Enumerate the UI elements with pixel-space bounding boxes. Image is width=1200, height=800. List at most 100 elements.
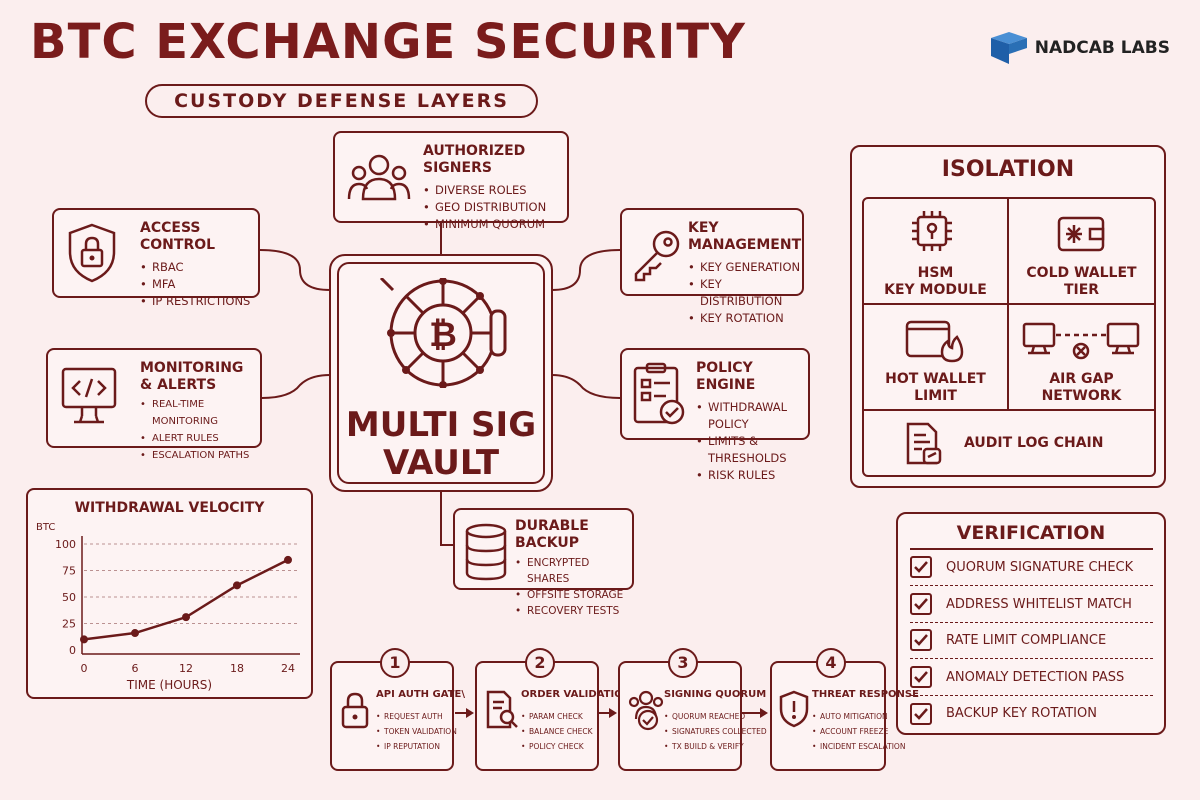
y-tick-label: 100 xyxy=(55,538,76,551)
verification-item: BACKUP KEY ROTATION xyxy=(946,706,1097,721)
list-item: ESCALATION PATHS xyxy=(140,447,260,464)
list-item: RISK RULES xyxy=(696,467,808,484)
checkbox-checked-icon xyxy=(910,702,932,725)
list-item: BALANCE CHECK xyxy=(521,724,593,739)
y-tick-label: 50 xyxy=(62,591,76,604)
signers-title: AUTHORIZED SIGNERS xyxy=(423,143,526,176)
list-item: ENCRYPTED SHARES xyxy=(515,555,632,587)
list-item: INCIDENT ESCALATION xyxy=(812,739,905,754)
list-item: GEO DISTRIBUTION xyxy=(423,199,567,216)
verification-item: QUORUM SIGNATURE CHECK xyxy=(946,559,1134,575)
monitor-code-icon xyxy=(61,367,117,424)
document-search-icon xyxy=(486,690,518,729)
pipeline-step-order-validation: 2 ORDER VALIDATION PARAM CHECK BALANCE C… xyxy=(475,648,631,771)
list-item: KEY DISTRIBUTION xyxy=(688,276,802,310)
monitoring-title-line1: MONITORING xyxy=(140,360,244,376)
step-number: 3 xyxy=(668,648,698,678)
page-subtitle: CUSTODY DEFENSE LAYERS xyxy=(145,84,538,118)
list-item: SIGNATURES COLLECTED xyxy=(664,724,767,739)
module-durable-backup: DURABLE BACKUP ENCRYPTED SHARES OFFSITE … xyxy=(453,508,634,619)
policy-title: POLICY ENGINE xyxy=(696,360,756,393)
isolation-title: ISOLATION xyxy=(941,157,1075,182)
y-tick-label: 25 xyxy=(62,618,76,631)
list-item: KEY ROTATION xyxy=(688,310,802,327)
list-item: QUORUM REACHED xyxy=(664,709,767,724)
list-item: AUTO MITIGATION xyxy=(812,709,905,724)
verification-row: RATE LIMIT COMPLIANCE xyxy=(910,622,1153,659)
hsm-label-line2: KEY MODULE xyxy=(884,282,987,298)
data-point xyxy=(284,555,292,564)
y-tick-label: 0 xyxy=(69,644,76,657)
list-item: DIVERSE ROLES xyxy=(423,182,567,199)
cold-wallet-label-line1: COLD WALLET xyxy=(1026,265,1137,281)
database-icon xyxy=(465,523,507,581)
verification-row: ANOMALY DETECTION PASS xyxy=(910,659,1153,696)
list-item: PARAM CHECK xyxy=(521,709,593,724)
verification-row: QUORUM SIGNATURE CHECK xyxy=(910,549,1153,586)
step-title: SIGNING QUORUM xyxy=(664,689,767,700)
checkbox-checked-icon xyxy=(910,666,932,688)
cold-wallet-label-line2: TIER xyxy=(1063,282,1100,298)
checkbox-checked-icon xyxy=(910,629,932,651)
pipeline-step-threat-response: 4 THREAT RESPONSE AUTO MITIGATION ACCOUN… xyxy=(770,648,919,771)
list-item: ACCOUNT FREEZE xyxy=(812,724,905,739)
air-gap-label-line2: NETWORK xyxy=(1041,388,1122,404)
list-item: TOKEN VALIDATION xyxy=(376,724,457,739)
hot-wallet-label-line1: HOT WALLET xyxy=(885,371,986,387)
list-item: MFA xyxy=(140,276,258,293)
clipboard-check-icon xyxy=(633,362,685,425)
list-item: RECOVERY TESTS xyxy=(515,603,632,619)
audit-log-label: AUDIT LOG CHAIN xyxy=(964,435,1104,451)
list-item: KEY GENERATION xyxy=(688,259,802,276)
checkbox-checked-icon xyxy=(910,593,932,615)
vault-wheel-icon: ₿ xyxy=(379,278,507,388)
step-number: 1 xyxy=(380,648,410,678)
list-item: IP RESTRICTIONS xyxy=(140,293,258,310)
list-item: REAL-TIME MONITORING xyxy=(140,396,260,430)
checkbox-checked-icon xyxy=(910,556,932,578)
chart-ylabel: BTC xyxy=(36,522,56,533)
shield-alert-icon xyxy=(779,690,809,728)
series-line xyxy=(83,558,289,641)
step-number: 2 xyxy=(525,648,555,678)
pipeline-step-api-auth: 1 API AUTH GATE\ REQUEST AUTH TOKEN VALI… xyxy=(330,648,465,771)
step-title: API AUTH GATE\ xyxy=(376,689,465,700)
keys-title: KEY MANAGEMENT xyxy=(688,220,802,253)
chart-xlabel: TIME (HOURS) xyxy=(126,678,213,692)
nadcab-logo-icon xyxy=(990,32,1027,64)
x-tick-label: 12 xyxy=(179,662,193,675)
list-item: TX BUILD & VERIFY xyxy=(664,739,767,754)
y-tick-label: 75 xyxy=(62,565,76,578)
data-point xyxy=(131,629,139,638)
pipeline-step-signing-quorum: 3 SIGNING QUORUM QUORUM REACHED SIGNATUR… xyxy=(618,648,767,771)
users-check-icon xyxy=(628,690,664,731)
list-item: ALERT RULES xyxy=(140,430,260,447)
access-title: ACCESS CONTROL xyxy=(140,220,216,253)
brand-name: NADCAB LABS xyxy=(1034,38,1170,58)
isolation-panel: ISOLATION HSM KEY MODULE COLD WALLE xyxy=(850,145,1166,488)
verification-item: ADDRESS WHITELIST MATCH xyxy=(946,596,1132,612)
module-access-control: ACCESS CONTROL RBAC MFA IP RESTRICTIONS xyxy=(52,208,260,310)
monitoring-title-line2: & ALERTS xyxy=(140,377,217,393)
verification-row: BACKUP KEY ROTATION xyxy=(910,695,1153,732)
x-tick-label: 18 xyxy=(230,662,244,675)
list-item: LIMITS & THRESHOLDS xyxy=(696,433,808,467)
hsm-label-line1: HSM xyxy=(917,265,954,281)
isolation-grid: HSM KEY MODULE COLD WALLET TIER HOT WALL… xyxy=(862,197,1156,477)
list-item: IP REPUTATION xyxy=(376,739,457,754)
multisig-vault: ₿ MULTI SIG VAULT xyxy=(329,254,553,492)
data-point xyxy=(233,581,241,590)
verification-row: ADDRESS WHITELIST MATCH xyxy=(910,586,1153,623)
list-item: RBAC xyxy=(140,259,258,276)
air-gap-label-line1: AIR GAP xyxy=(1049,371,1114,387)
module-authorized-signers: AUTHORIZED SIGNERS DIVERSE ROLES GEO DIS… xyxy=(333,131,569,233)
step-title: THREAT RESPONSE xyxy=(812,689,919,700)
users-icon xyxy=(347,154,411,201)
shield-lock-icon xyxy=(68,223,116,283)
page-title: BTC EXCHANGE SECURITY xyxy=(30,14,746,70)
x-tick-label: 24 xyxy=(281,662,295,675)
x-tick-label: 6 xyxy=(132,662,139,675)
